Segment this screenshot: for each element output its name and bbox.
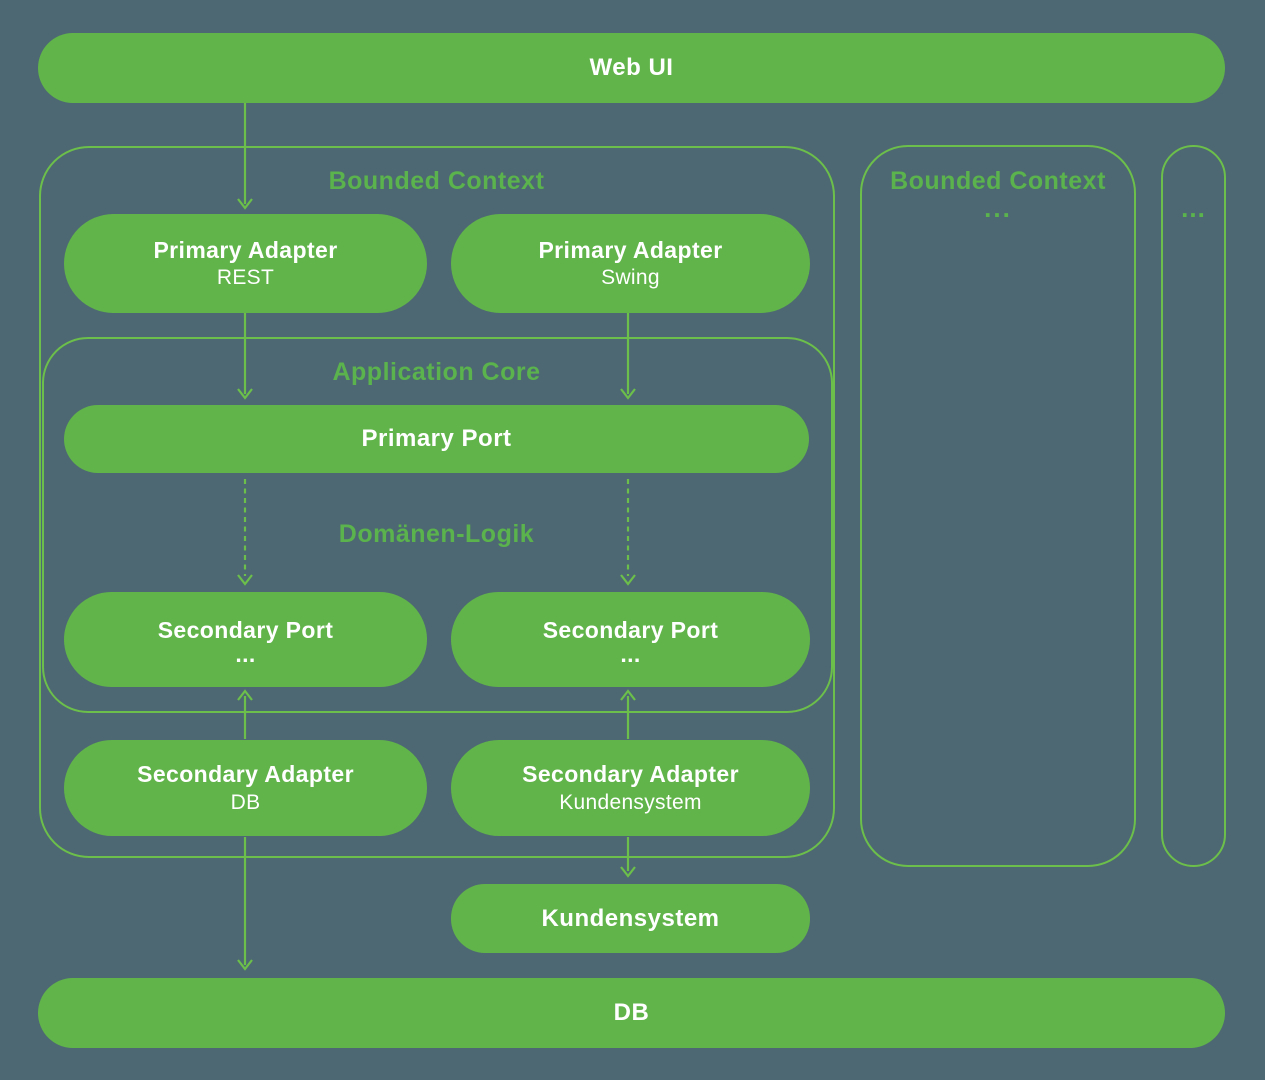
- node-primary-adapter-swing: Primary Adapter Swing: [451, 214, 810, 313]
- node-primary-adapter-rest-title: Primary Adapter: [153, 236, 338, 263]
- node-primary-adapter-swing-title: Primary Adapter: [538, 236, 723, 263]
- bounded-context-2-box: [860, 145, 1136, 867]
- node-secondary-adapter-db-title: Secondary Adapter: [137, 761, 354, 787]
- node-primary-adapter-swing-subtitle: Swing: [601, 266, 660, 290]
- node-secondary-adapter-kundensystem-title: Secondary Adapter: [522, 761, 739, 787]
- collapsed-context-3-box: [1161, 145, 1226, 867]
- node-secondary-port-left: Secondary Port ...: [64, 592, 427, 687]
- node-secondary-adapter-db-subtitle: DB: [230, 790, 261, 814]
- node-secondary-port-right-ellipsis: ...: [620, 640, 641, 667]
- node-primary-adapter-rest: Primary Adapter REST: [64, 214, 427, 313]
- node-kundensystem-label: Kundensystem: [541, 904, 720, 932]
- domain-logic-label: Domänen-Logik: [338, 520, 535, 548]
- node-db: DB: [38, 978, 1225, 1048]
- node-primary-port: Primary Port: [64, 405, 809, 473]
- bounded-context-2-ellipsis: ...: [984, 193, 1012, 223]
- node-secondary-adapter-db: Secondary Adapter DB: [64, 740, 427, 836]
- collapsed-context-3-ellipsis: ...: [1181, 193, 1206, 223]
- node-secondary-adapter-kundensystem-subtitle: Kundensystem: [559, 790, 702, 814]
- node-primary-port-label: Primary Port: [361, 425, 512, 452]
- node-db-label: DB: [613, 999, 650, 1026]
- node-secondary-port-left-ellipsis: ...: [235, 640, 256, 667]
- node-secondary-adapter-kundensystem: Secondary Adapter Kundensystem: [451, 740, 810, 836]
- node-kundensystem: Kundensystem: [451, 884, 810, 953]
- node-web-ui-label: Web UI: [589, 54, 674, 81]
- application-core-box: [42, 337, 833, 713]
- node-web-ui: Web UI: [38, 33, 1225, 103]
- bounded-context-2-title: Bounded Context: [890, 167, 1106, 195]
- node-secondary-port-right: Secondary Port ...: [451, 592, 810, 687]
- node-primary-adapter-rest-subtitle: REST: [216, 266, 275, 290]
- application-core-title: Application Core: [332, 358, 541, 386]
- bounded-context-1-title: Bounded Context: [328, 167, 545, 195]
- node-secondary-port-right-title: Secondary Port: [542, 616, 719, 643]
- node-secondary-port-left-title: Secondary Port: [157, 616, 334, 643]
- bounded-context-1-box: [39, 146, 835, 858]
